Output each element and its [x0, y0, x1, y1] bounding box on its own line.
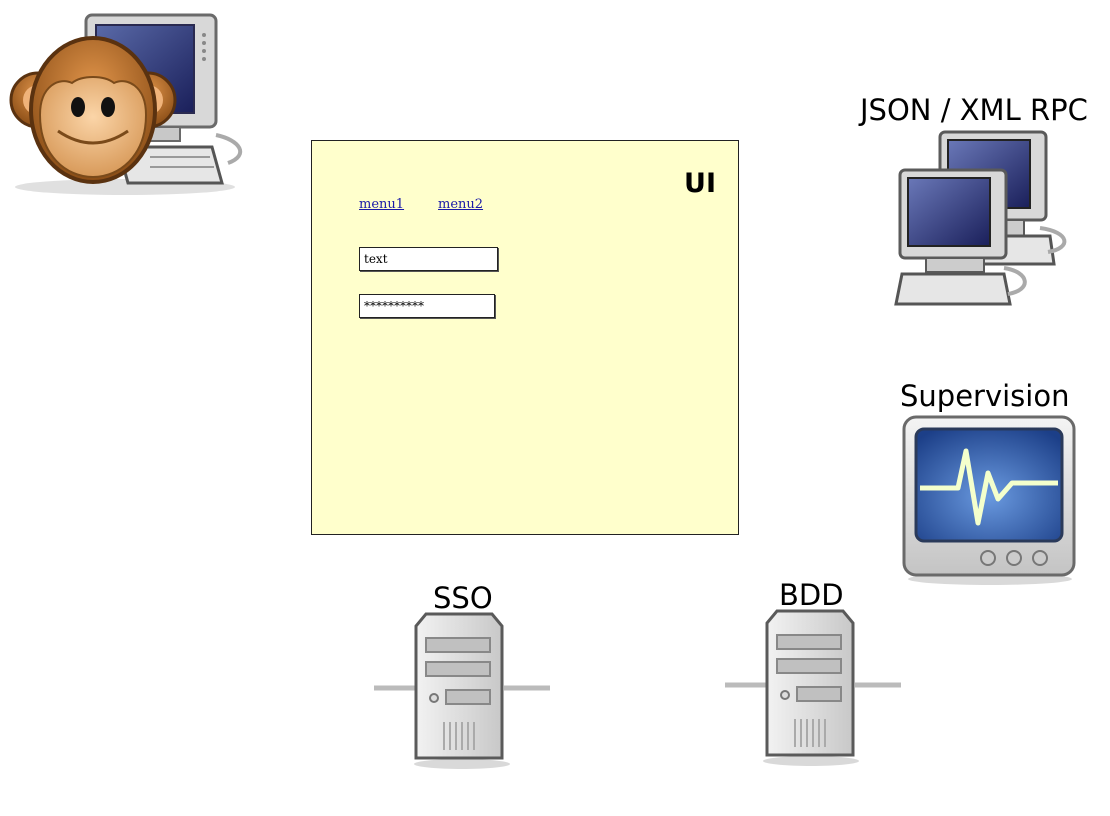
monkey-computer-icon: [9, 13, 242, 195]
system-monitor-icon: [902, 415, 1076, 585]
menu1-link[interactable]: menu1: [359, 197, 405, 212]
text-input[interactable]: text: [359, 247, 498, 271]
json-rpc-label: JSON / XML RPC: [860, 93, 1088, 127]
ui-title: UI: [684, 168, 716, 199]
server-icon: [374, 612, 550, 769]
sso-label: SSO: [433, 581, 493, 615]
supervision-label: Supervision: [900, 379, 1070, 413]
ui-mockup-panel: UI menu1 menu2 text **********: [311, 140, 739, 535]
menu2-link[interactable]: menu2: [438, 197, 484, 212]
networked-computers-icon: [894, 130, 1067, 306]
bdd-label: BDD: [779, 578, 844, 612]
server-icon: [725, 609, 901, 766]
password-input[interactable]: **********: [359, 294, 495, 318]
